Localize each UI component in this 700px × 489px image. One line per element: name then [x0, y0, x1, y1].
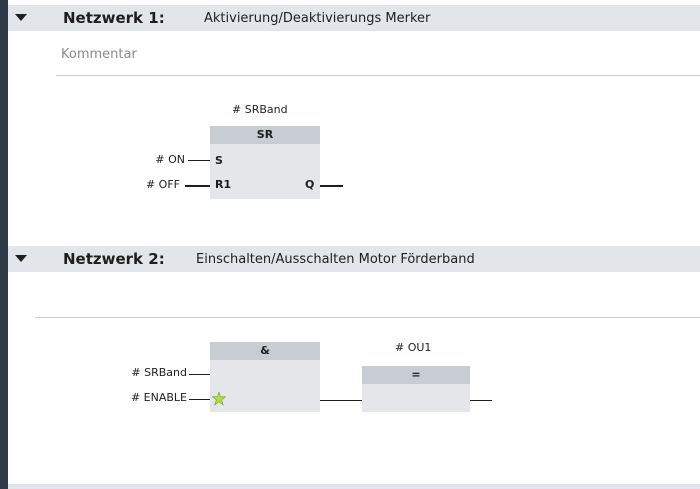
- and-block-type: &: [210, 342, 320, 360]
- wire-and-to-assign: [320, 400, 362, 401]
- collapse-triangle-icon[interactable]: [15, 14, 27, 21]
- network-2-comment-separator: [35, 317, 700, 318]
- wire-and-in1: [189, 374, 210, 375]
- sr-input-s-operand[interactable]: # ON: [155, 153, 185, 166]
- sr-pin-q: Q: [305, 178, 315, 191]
- wire-assign-out: [470, 400, 492, 401]
- network-2-description[interactable]: Einschalten/Ausschalten Motor Förderband: [196, 252, 475, 267]
- and-input-2-operand[interactable]: # ENABLE: [130, 391, 187, 404]
- assignment-block[interactable]: =: [362, 366, 470, 412]
- network-1-header[interactable]: Netzwerk 1: Aktivierung/Deaktivierungs M…: [8, 5, 700, 31]
- network-2-header[interactable]: Netzwerk 2: Einschalten/Ausschalten Moto…: [8, 246, 700, 272]
- assign-block-type: =: [362, 366, 470, 384]
- sr-flipflop-block[interactable]: SR S R1 Q: [210, 126, 320, 199]
- and-input-1-operand[interactable]: # SRBand: [131, 366, 187, 379]
- wire-q: [320, 185, 343, 187]
- collapse-triangle-icon[interactable]: [15, 255, 27, 262]
- network-1-description[interactable]: Aktivierung/Deaktivierungs Merker: [204, 11, 431, 26]
- wire-and-in2: [189, 399, 210, 400]
- network-2-title: Netzwerk 2:: [63, 250, 165, 268]
- star-icon[interactable]: [212, 392, 226, 406]
- sr-instance-name[interactable]: # SRBand: [232, 103, 288, 116]
- assign-operand[interactable]: # OU1: [395, 341, 432, 354]
- wire-r1: [185, 185, 210, 187]
- editor-left-border: [0, 0, 8, 489]
- wire-s: [188, 160, 210, 161]
- network-1-title: Netzwerk 1:: [63, 9, 165, 27]
- sr-pin-r1: R1: [215, 178, 232, 191]
- sr-input-r1-operand[interactable]: # OFF: [145, 178, 180, 191]
- network-1-comment-field[interactable]: Kommentar: [56, 42, 700, 76]
- network-3-header-edge: [8, 484, 700, 489]
- and-block[interactable]: &: [210, 342, 320, 412]
- sr-pin-s: S: [215, 154, 223, 167]
- sr-block-type: SR: [210, 126, 320, 144]
